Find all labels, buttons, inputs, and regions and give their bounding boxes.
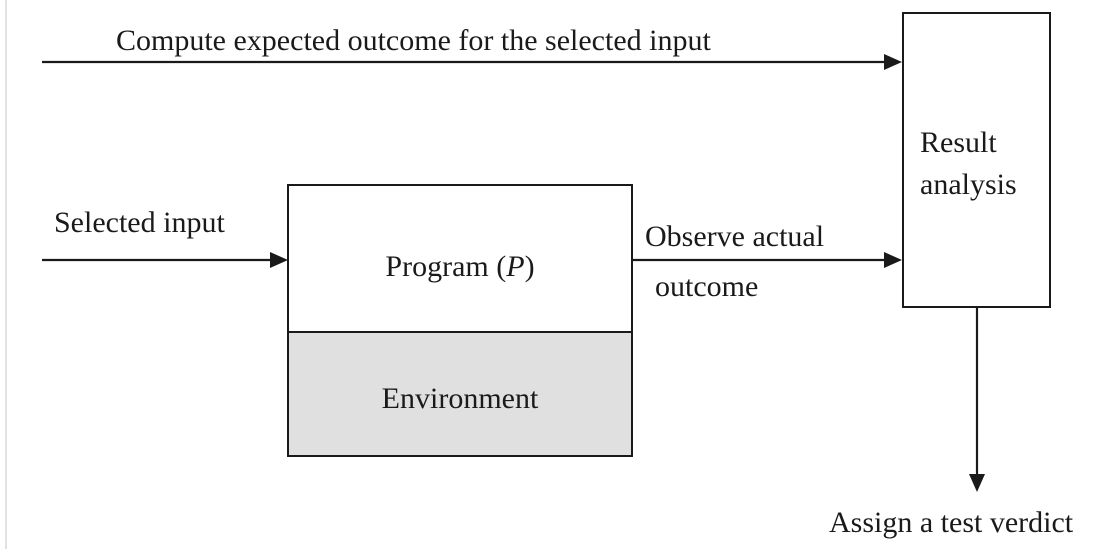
result-analysis-box xyxy=(902,12,1051,308)
environment-box xyxy=(287,331,633,457)
result-analysis-label-line2: analysis xyxy=(920,168,1017,201)
program-box xyxy=(287,184,633,333)
observe-outcome-label-line1: Observe actual xyxy=(645,220,824,253)
expected-outcome-label: Compute expected outcome for the selecte… xyxy=(116,24,711,57)
observe-outcome-arrow xyxy=(632,252,902,268)
environment-label: Environment xyxy=(382,382,539,415)
selected-input-arrow xyxy=(42,252,288,268)
verdict-label: Assign a test verdict xyxy=(829,506,1074,539)
observe-outcome-label-line2: outcome xyxy=(655,270,758,303)
selected-input-label: Selected input xyxy=(54,206,225,239)
verdict-arrow xyxy=(969,307,985,492)
program-label: Program (P) xyxy=(385,250,534,283)
result-analysis-label-line1: Result xyxy=(920,126,997,159)
expected-outcome-arrow xyxy=(42,54,902,70)
